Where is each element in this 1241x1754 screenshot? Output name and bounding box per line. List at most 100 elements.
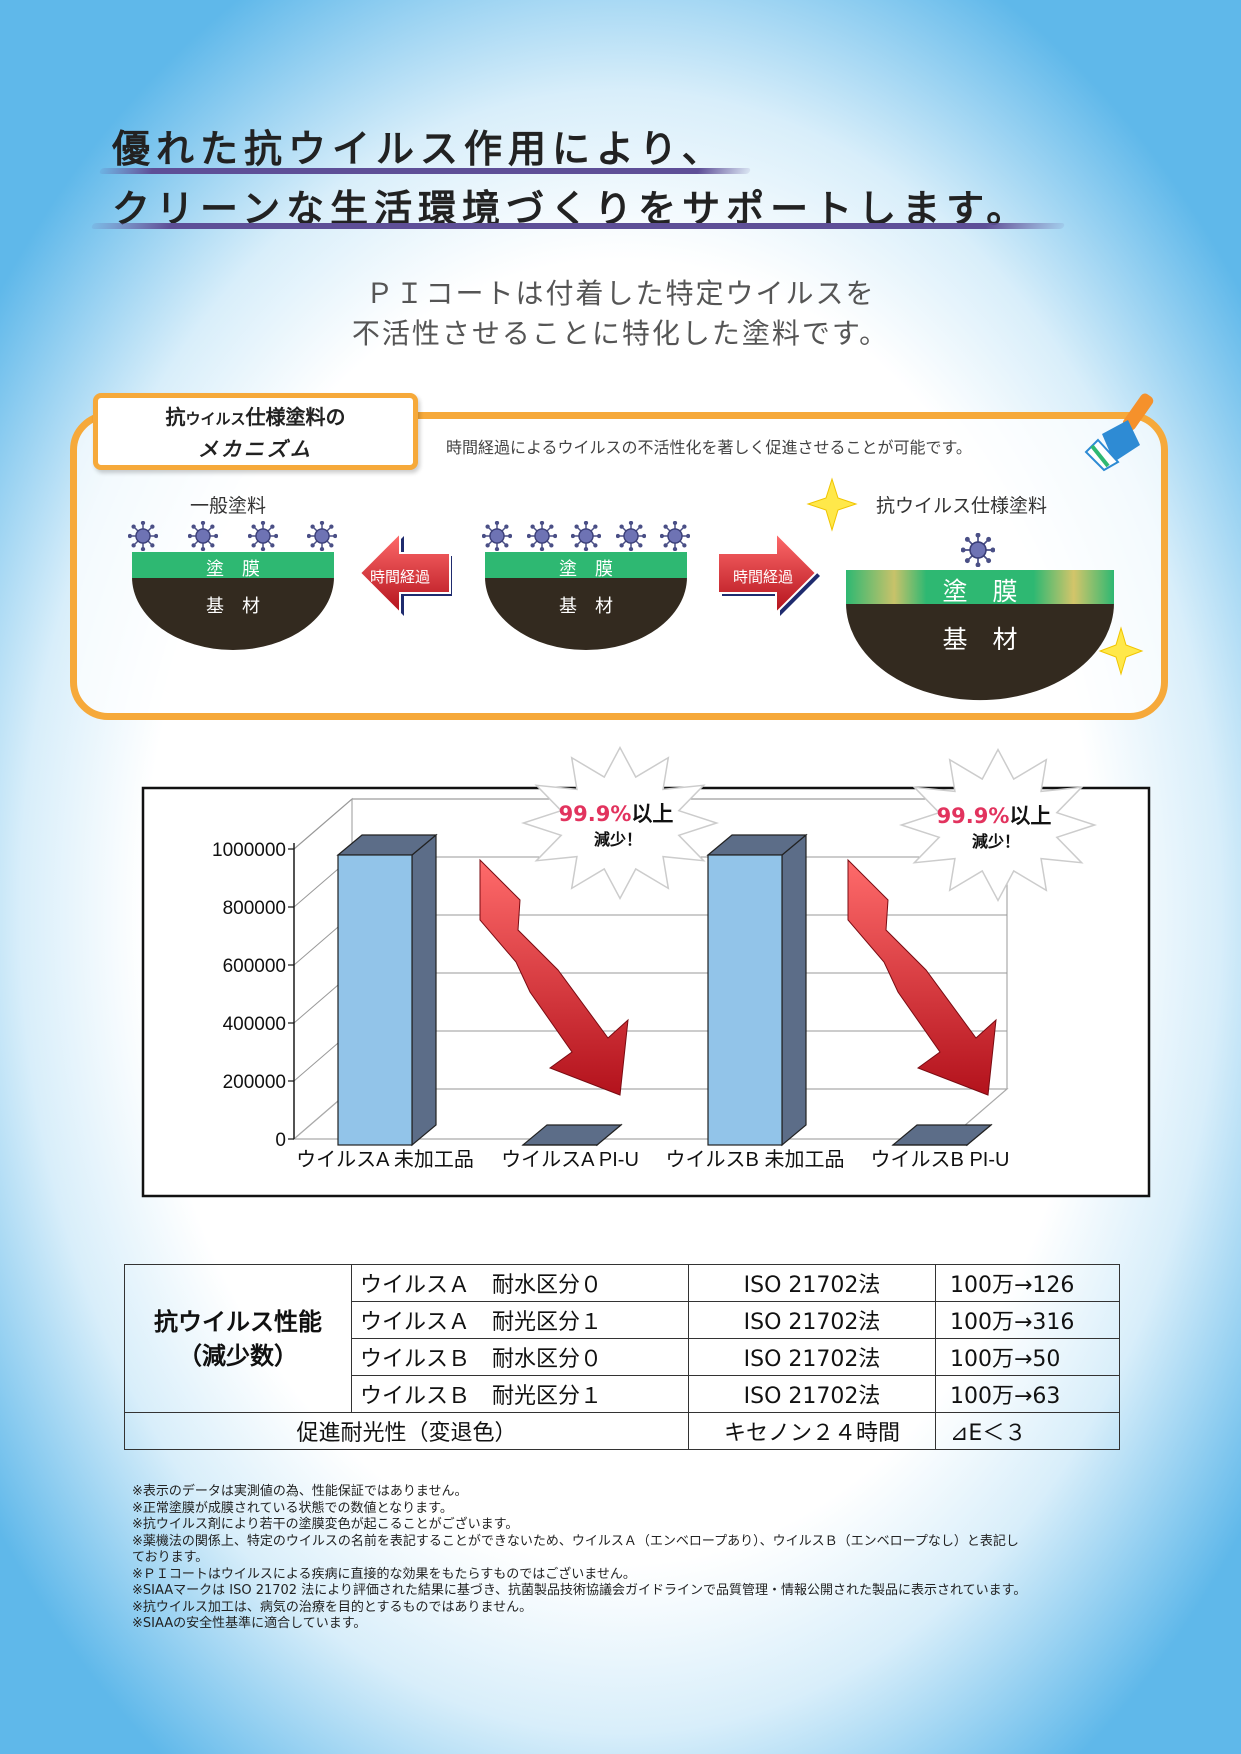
method-cell: ISO 21702法 (688, 1301, 936, 1339)
virus-icon (482, 521, 512, 551)
footnote: ※薬機法の関係上、特定のウイルスの名前を表記することができないため、ウイルスＡ（… (132, 1533, 1019, 1549)
time-elapsed-label-left: 時間経過 (370, 568, 431, 586)
performance-group-title: 抗ウイルス性能 (154, 1307, 322, 1336)
time-arrow-right (717, 530, 818, 616)
tab-title-a: 抗 (165, 405, 186, 429)
footnote: ております。 (132, 1550, 209, 1565)
virus-icon (961, 533, 995, 567)
reduction-caption: 減少！ (594, 830, 642, 849)
footnote: ※正常塗膜が成膜されている状態での数値となります。 (132, 1500, 453, 1516)
time-elapsed-label-right: 時間経過 (733, 568, 794, 586)
method-cell: ISO 21702法 (688, 1338, 936, 1376)
result-cell: 100万→63 (935, 1375, 1120, 1413)
base-label-middle: 基 材 (559, 596, 613, 617)
base-shape-general (132, 577, 334, 650)
reduction-percent: 99.9% (937, 804, 1010, 828)
base-shape-antiviral (846, 603, 1114, 701)
y-tick-label: 200000 (223, 1072, 286, 1093)
virus-cell: ウイルスＡ 耐水区分０ (351, 1264, 689, 1302)
method-cell: ISO 21702法 (688, 1375, 936, 1413)
table-row: 促進耐光性（変退色） キセノン２４時間 ⊿E＜３ (124, 1412, 1120, 1450)
sparkle-icon (806, 477, 858, 532)
x-tick-label: ウイルスB 未加工品 (666, 1148, 845, 1171)
method-cell: キセノン２４時間 (688, 1412, 936, 1450)
reduction-percent-label: 99.9%以上 (559, 802, 674, 826)
paint-brush-icon (1084, 393, 1154, 472)
film-label-general: 塗 膜 (206, 559, 260, 580)
antiviral-spec-table: 抗ウイルス性能 （減少数） ウイルスＡ 耐水区分０ ISO 21702法 100… (124, 1264, 1120, 1450)
antiviral-paint-label: 抗ウイルス仕様塗料 (876, 495, 1048, 517)
virus-icon (616, 521, 646, 551)
bar-side (411, 833, 437, 1147)
footnote: ※表示のデータは実測値の為、性能保証ではありません。 (132, 1484, 468, 1499)
y-tick-label: 600000 (223, 956, 286, 977)
table-row: 抗ウイルス性能 （減少数） ウイルスＡ 耐水区分０ ISO 21702法 100… (124, 1264, 1120, 1413)
film-layer-antiviral (846, 570, 1114, 604)
mechanism-note: 時間経過によるウイルスの不活性化を著しく促進させることが可能です。 (446, 438, 972, 457)
virus-reduction-chart: 0 200000 400000 600000 800000 1000000 ウイルスA 未加… (141, 745, 1151, 1198)
virus-icon (307, 521, 337, 551)
result-cell: 100万→50 (935, 1338, 1120, 1376)
x-tick-label: ウイルスA 未加工品 (296, 1148, 474, 1171)
virus-icon (248, 521, 278, 551)
result-cell: 100万→126 (935, 1264, 1120, 1302)
performance-group-cell: 抗ウイルス性能 （減少数） (124, 1264, 352, 1413)
gridline-side (293, 798, 353, 850)
decrease-arrow (847, 858, 997, 1096)
footnote: ※抗ウイルス剤により若干の塗膜変色が起こることがございます。 (132, 1517, 519, 1532)
virus-icon (527, 521, 557, 551)
film-label-antiviral: 塗 膜 (942, 577, 1018, 606)
x-tick-label: ウイルスA PI-U (501, 1149, 639, 1171)
base-shape-middle (485, 577, 687, 650)
footnote: ※ＰＩコートはウイルスによる疾病に直接的な効果をもたらすものではございません。 (132, 1566, 636, 1582)
virus-cell: ウイルスＢ 耐光区分１ (351, 1375, 689, 1413)
x-tick-label: ウイルスB PI-U (871, 1149, 1010, 1171)
time-arrow-left (358, 530, 451, 616)
virus-icon (188, 521, 218, 551)
reduction-burst-badge (898, 747, 1098, 903)
base-label-general: 基 材 (206, 596, 260, 617)
virus-icon (660, 521, 690, 551)
film-label-middle: 塗 膜 (559, 559, 613, 580)
bar-side (781, 833, 807, 1147)
footnote: ※SIAAマークは ISO 21702 法により評価された結果に基づき、抗菌製品… (132, 1583, 1027, 1598)
virus-icon (128, 521, 158, 551)
tab-title-b: ウイルス (185, 410, 246, 428)
reduction-percent-label: 99.9%以上 (937, 804, 1052, 828)
reduction-suffix: 以上 (1009, 804, 1051, 828)
reduction-suffix: 以上 (631, 802, 673, 826)
y-tick-label: 0 (275, 1130, 286, 1151)
film-layer-general (132, 552, 334, 578)
reduction-burst-badge (520, 745, 720, 901)
performance-group-subtitle: （減少数） (178, 1341, 298, 1370)
mechanism-title-tab: 抗ウイルス仕様塗料の メカニズム (93, 393, 418, 470)
intro-line-2: 不活性させることに特化した塗料です。 (351, 317, 890, 350)
mechanism-illustration (128, 393, 1154, 701)
table-row: ウイルスＢ 耐光区分１ ISO 21702法 100万→63 (125, 1375, 1120, 1413)
footnote: ※SIAAの安全性基準に適合しています。 (132, 1616, 367, 1631)
footnotes: ※表示のデータは実測値の為、性能保証ではありません。 ※正常塗膜が成膜されている… (132, 1484, 1122, 1633)
y-tick-label: 400000 (223, 1014, 286, 1035)
reduction-caption: 減少！ (972, 832, 1020, 851)
virus-cell: ウイルスＢ 耐水区分０ (351, 1338, 689, 1376)
sparkle-icon (1098, 626, 1144, 676)
method-cell: ISO 21702法 (688, 1264, 936, 1302)
y-tick-label: 800000 (223, 898, 286, 919)
result-cell: 100万→316 (935, 1301, 1120, 1339)
intro-line-1: ＰＩコートは付着した特定ウイルスを (365, 277, 876, 310)
virus-icon (571, 521, 601, 551)
base-label-antiviral: 基 材 (942, 625, 1018, 654)
y-tick-label: 1000000 (212, 840, 286, 861)
bar (337, 854, 413, 1146)
footnote: ※抗ウイルス加工は、病気の治療を目的とするものではありません。 (132, 1599, 533, 1615)
film-layer-middle (485, 552, 687, 578)
decrease-arrow (479, 858, 629, 1096)
result-cell: ⊿E＜３ (935, 1412, 1120, 1450)
tab-title-c: 仕様塗料の (245, 405, 346, 429)
lightfastness-label-cell: 促進耐光性（変退色） (124, 1412, 689, 1450)
general-paint-label: 一般塗料 (190, 495, 267, 517)
tab-subtitle: メカニズム (198, 437, 313, 461)
reduction-percent: 99.9% (559, 802, 632, 826)
headline-line-1: 優れた抗ウイルス作用により、 (112, 126, 726, 171)
bar (707, 854, 783, 1146)
